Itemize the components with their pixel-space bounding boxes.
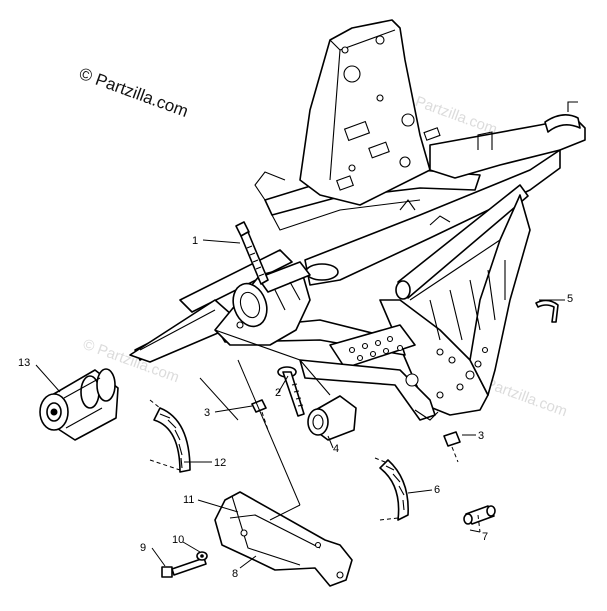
callouts: 1 2 3 3 4 5 6 7 8 9 10 11 12 13 — [18, 235, 573, 580]
callout-3: 3 — [478, 430, 484, 442]
callout-5: 5 — [567, 293, 573, 305]
rubber-bumper-part-4 — [307, 395, 357, 441]
callout-8: 8 — [232, 568, 238, 580]
callout-12: 12 — [214, 457, 226, 469]
callout-7: 7 — [482, 531, 488, 543]
callout-10: 10 — [172, 534, 184, 546]
nut-part-3-right — [443, 431, 461, 463]
callout-9: 9 — [140, 542, 146, 554]
callout-6: 6 — [434, 484, 440, 496]
bolt-part-2 — [277, 366, 305, 417]
chain-part-12 — [149, 399, 191, 473]
skid-plate-part-8 — [214, 491, 353, 587]
callout-2: 2 — [275, 387, 281, 399]
pivot-housing — [214, 261, 331, 396]
bolt-part-9 — [161, 557, 207, 578]
callout-11: 11 — [183, 494, 194, 506]
bushing-part-13 — [39, 368, 119, 441]
callout-4: 4 — [333, 443, 339, 455]
hardware-part-7 — [463, 505, 496, 533]
bolt-part-1 — [235, 221, 269, 285]
callout-13: 13 — [18, 357, 30, 369]
front-frame — [134, 19, 586, 421]
copyright-watermark: © Partzilla.com — [77, 64, 191, 121]
washer-part-10 — [196, 551, 208, 561]
chain-part-6 — [374, 457, 409, 521]
callout-3: 3 — [204, 407, 210, 419]
callout-1: 1 — [192, 235, 198, 247]
leader-lines — [35, 239, 565, 569]
clip-part-5 — [535, 299, 559, 323]
